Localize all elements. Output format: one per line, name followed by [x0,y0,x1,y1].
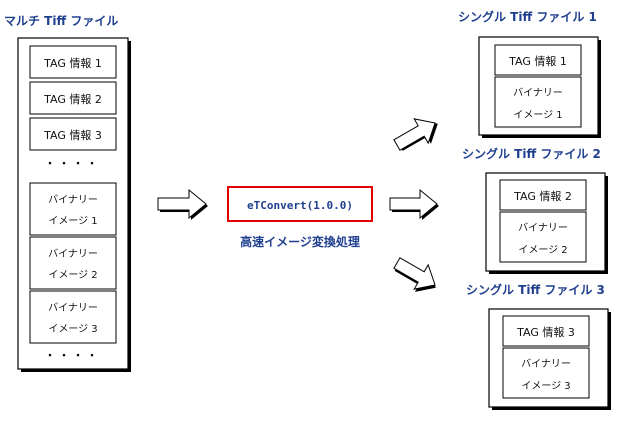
arrow-up-right-icon [393,118,438,151]
single-image-line2-1: イメージ 1 [513,110,562,121]
single-tag-label-2: TAG 情報 2 [513,190,572,203]
single-tiff-title-3: シングル Tiff ファイル 3 [466,282,605,297]
single-image-block-1 [494,76,582,128]
converter-caption: 高速イメージ変換処理 [240,234,360,249]
single-tiff-title-2: シングル Tiff ファイル 2 [462,146,601,161]
multi-image-line1-1: バイナリー [48,194,98,206]
single-image-block-3 [502,347,590,399]
multi-image-block-2 [29,236,117,290]
single-tag-block-1 [494,44,582,76]
converter-label: eTConvert(1.0.0) [247,199,353,212]
single-tiff-file-3: TAG 情報 3 バイナリー イメージ 3 [488,308,611,410]
multi-tiff-file: TAG 情報 1 TAG 情報 2 TAG 情報 3 ・・・・ バイナリー イメ… [17,37,131,372]
multi-image-line2-1: イメージ 1 [48,216,97,227]
multi-tag-block-1 [29,45,117,79]
single-image-line1-3: バイナリー [521,358,571,370]
multi-tag-block-3 [29,117,117,151]
single-image-block-2 [499,211,587,263]
multi-dots-top: ・・・・ [45,159,101,170]
single-tiff-file-1: TAG 情報 1 バイナリー イメージ 1 [478,36,601,138]
single-image-line1-2: バイナリー [518,222,568,234]
arrow-down-right-icon [393,257,436,292]
single-tag-label-1: TAG 情報 1 [508,55,567,68]
single-tag-block-3 [502,315,590,347]
single-image-line2-3: イメージ 3 [521,381,570,392]
single-image-line2-2: イメージ 2 [518,245,567,256]
multi-image-line2-2: イメージ 2 [48,270,97,281]
multi-image-block-3 [29,290,117,344]
single-tiff-title-1: シングル Tiff ファイル 1 [458,9,597,24]
multi-image-block-1 [29,182,117,236]
multi-tag-label-3: TAG 情報 3 [43,129,102,142]
single-image-line1-1: バイナリー [513,87,563,99]
multi-dots-bottom: ・・・・ [45,351,101,362]
arrow-right-icon [157,188,208,220]
multi-tag-label-1: TAG 情報 1 [43,57,102,70]
multi-image-line1-2: バイナリー [48,248,98,260]
multi-image-line2-3: イメージ 3 [48,324,97,335]
single-tag-block-2 [499,179,587,211]
arrow-right-middle-icon [389,188,439,220]
single-tag-label-3: TAG 情報 3 [516,326,575,339]
multi-tag-block-2 [29,81,117,115]
single-tiff-file-2: TAG 情報 2 バイナリー イメージ 2 [485,172,608,274]
converter-box: eTConvert(1.0.0) [227,186,373,222]
multi-tag-label-2: TAG 情報 2 [43,93,102,106]
multi-image-line1-3: バイナリー [48,302,98,314]
multi-tiff-title: マルチ Tiff ファイル [4,14,118,28]
